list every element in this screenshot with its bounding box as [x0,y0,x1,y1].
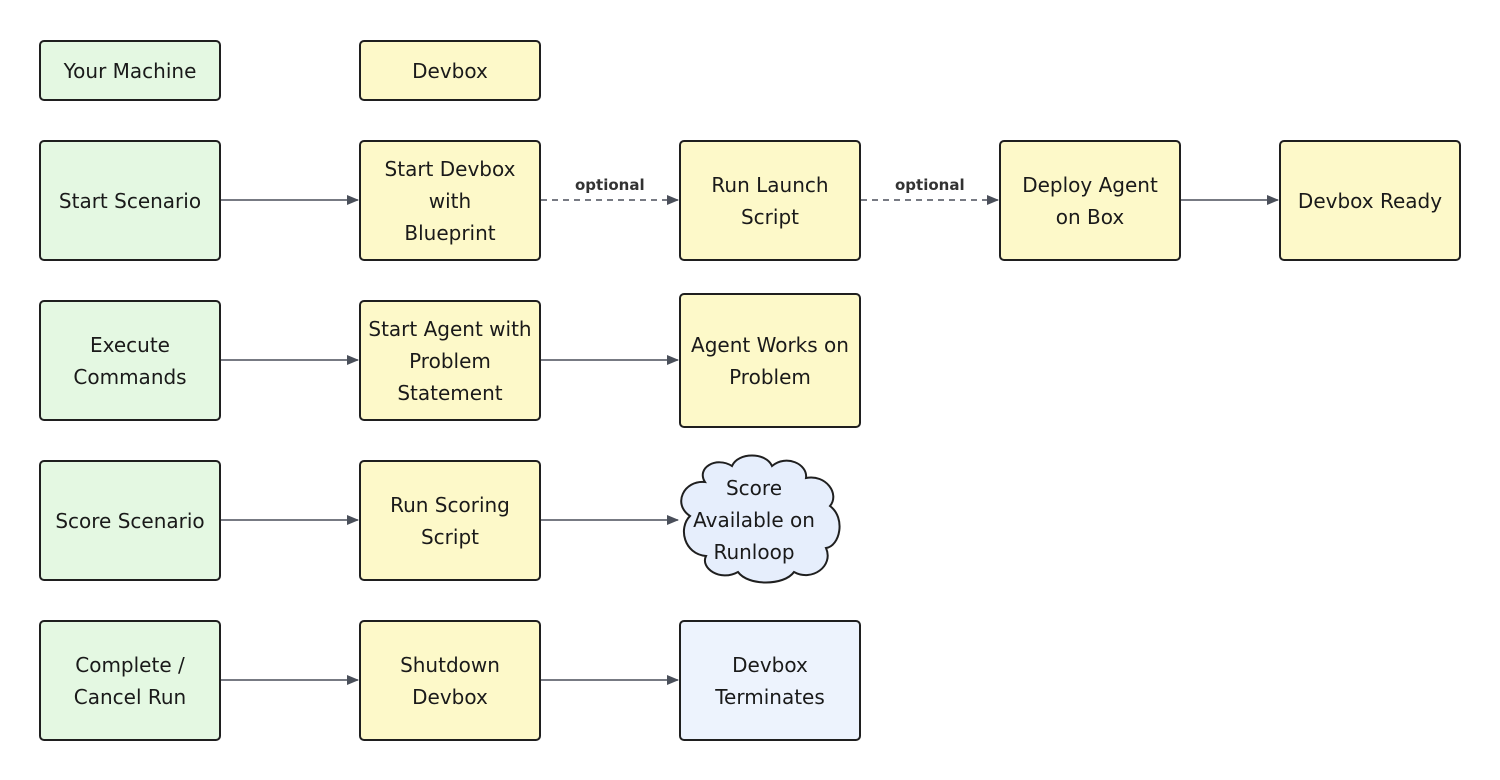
start-agent-node: Start Agent with Problem Statement [359,300,541,421]
lane-your-machine: Your Machine [39,40,221,101]
edge-label-optional-2: optional [891,176,969,194]
agent-works-node: Agent Works on Problem [679,293,861,428]
score-available-node: Score Available on Runloop [693,476,815,564]
score-available-cloud-shape [680,454,841,584]
devbox-terminates-node: Devbox Terminates [679,620,861,741]
shutdown-devbox-node: Shutdown Devbox [359,620,541,741]
run-launch-script-node: Run Launch Script [679,140,861,261]
deploy-agent-node: Deploy Agent on Box [999,140,1181,261]
lane-devbox: Devbox [359,40,541,101]
run-scoring-script-node: Run Scoring Script [359,460,541,581]
devbox-ready-node: Devbox Ready [1279,140,1461,261]
execute-commands-node: Execute Commands [39,300,221,421]
start-devbox-node: Start Devbox with Blueprint [359,140,541,261]
score-scenario-node: Score Scenario [39,460,221,581]
edge-label-optional-1: optional [571,176,649,194]
start-scenario-node: Start Scenario [39,140,221,261]
complete-cancel-node: Complete / Cancel Run [39,620,221,741]
